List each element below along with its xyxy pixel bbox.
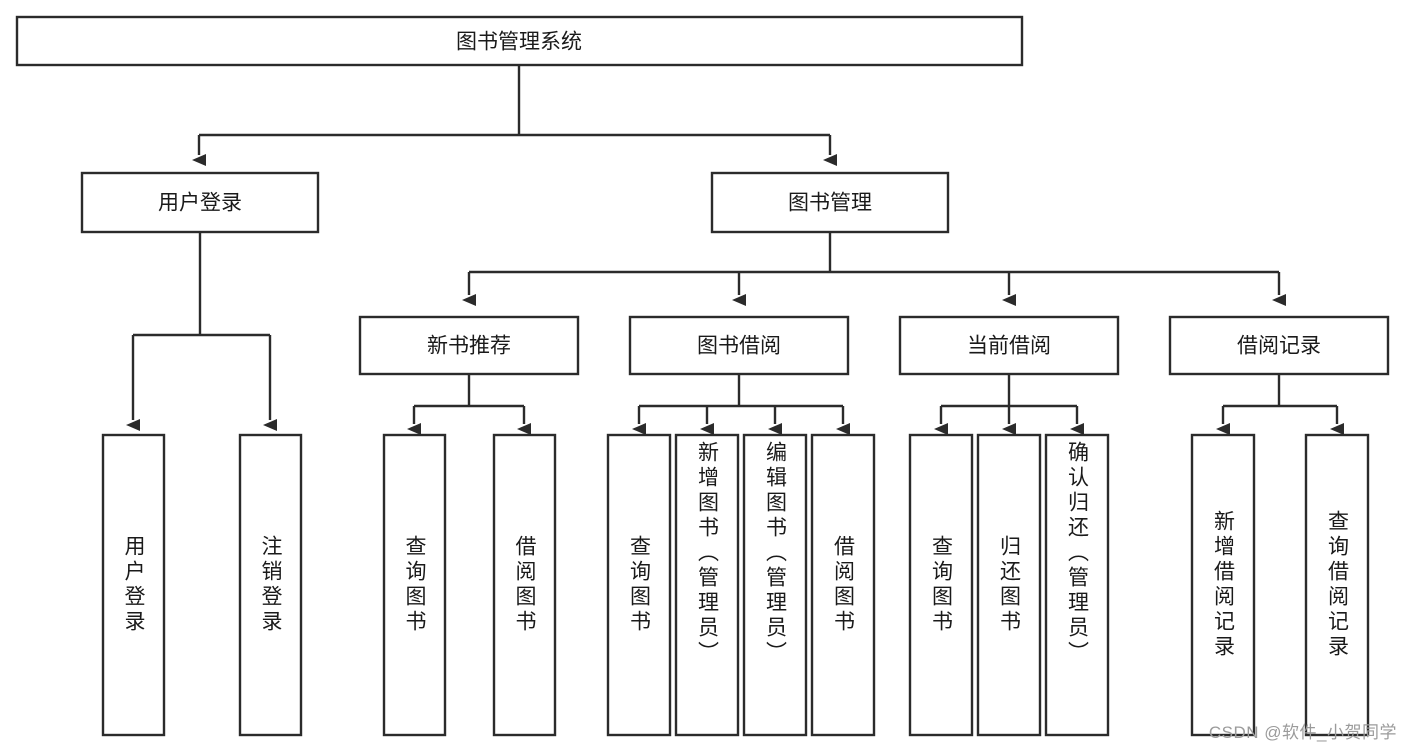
node-user-login-label: 用户登录 — [158, 192, 242, 215]
node-root-label: 图书管理系统 — [456, 31, 582, 54]
node-book-management-box[interactable] — [710, 171, 950, 234]
node-root-box[interactable] — [15, 15, 1024, 67]
leaf-box-borrow-book-bb[interactable] — [810, 433, 876, 737]
node-book-borrow-box[interactable] — [628, 315, 850, 376]
leaf-box-add-book-admin[interactable] — [674, 433, 740, 737]
leaf-box-query-book-bb[interactable] — [606, 433, 672, 737]
node-book-management-label: 图书管理 — [788, 192, 872, 215]
leaf-box-user-login[interactable] — [101, 433, 166, 737]
node-new-book-recommend-box[interactable] — [358, 315, 580, 376]
leaf-box-query-book-nbr[interactable] — [382, 433, 447, 737]
node-book-borrow-label: 图书借阅 — [697, 335, 781, 358]
node-borrow-record-label: 借阅记录 — [1237, 335, 1321, 358]
leaf-box-query-book-cb[interactable] — [908, 433, 974, 737]
leaf-box-query-borrow-record[interactable] — [1304, 433, 1370, 737]
node-new-book-recommend-label: 新书推荐 — [427, 335, 511, 358]
leaf-box-edit-book-admin[interactable] — [742, 433, 808, 737]
node-current-borrow-box[interactable] — [898, 315, 1120, 376]
leaf-box-confirm-return-admin[interactable] — [1044, 433, 1110, 737]
leaf-box-borrow-book-nbr[interactable] — [492, 433, 557, 737]
leaf-box-logout[interactable] — [238, 433, 303, 737]
node-borrow-record-box[interactable] — [1168, 315, 1390, 376]
watermark-text: CSDN @软件_小贺同学 — [1208, 723, 1397, 742]
leaf-box-return-book[interactable] — [976, 433, 1042, 737]
node-current-borrow-label: 当前借阅 — [967, 335, 1051, 358]
leaf-box-add-borrow-record[interactable] — [1190, 433, 1256, 737]
